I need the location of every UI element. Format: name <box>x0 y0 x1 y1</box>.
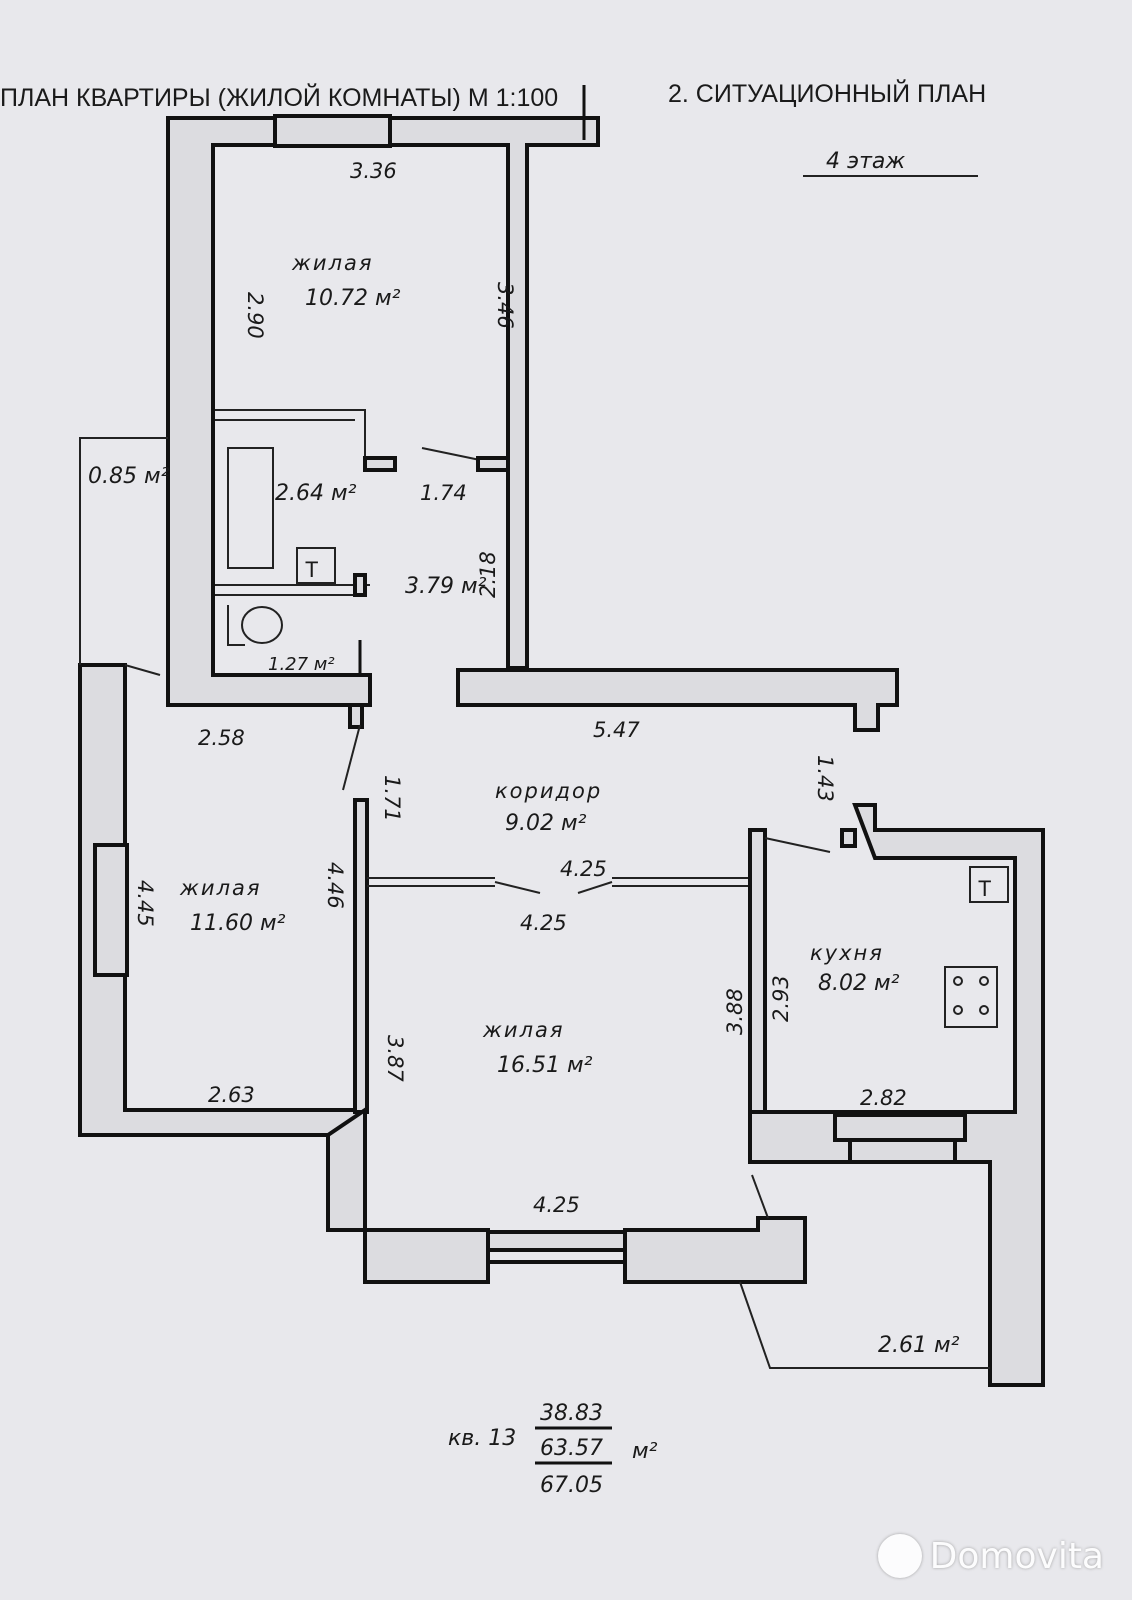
dim-corridor-top: 5.47 <box>593 718 640 742</box>
label-left-living: жилая <box>179 876 262 900</box>
dim-main-living-left: 3.87 <box>383 1035 407 1082</box>
dim-left-living-top: 2.58 <box>198 726 245 750</box>
stove-icon <box>944 966 998 1028</box>
floor-label: 4 этаж <box>826 149 905 174</box>
area-balcony-left: 0.85 м² <box>88 464 170 489</box>
area-kitchen: 8.02 м² <box>818 971 900 996</box>
water-heater-icon: T <box>978 876 991 901</box>
dim-top-living-right: 3.46 <box>493 282 517 329</box>
dim-corridor-right: 1.43 <box>813 755 837 802</box>
total-area: 63.57 <box>540 1436 603 1461</box>
plan-title: ПЛАН КВАРТИРЫ (ЖИЛОЙ КОМНАТЫ) М 1:100 <box>0 82 558 112</box>
label-main-living: жилая <box>482 1018 565 1042</box>
water-heater-icon: T <box>305 557 318 582</box>
dim-main-living-top: 4.25 <box>520 911 567 935</box>
area-top-living: 10.72 м² <box>305 286 401 311</box>
area-main-living: 16.51 м² <box>497 1053 593 1078</box>
dim-kitchen-bottom: 2.82 <box>860 1086 907 1110</box>
domovita-logo-icon <box>877 1534 922 1578</box>
full-area: 67.05 <box>540 1473 603 1498</box>
area-corridor: 9.02 м² <box>505 811 587 836</box>
dim-top-living-top: 3.36 <box>350 159 397 183</box>
dim-corridor-left: 1.71 <box>380 775 404 822</box>
apartment-number: кв. 13 <box>448 1426 516 1451</box>
area-toilet: 1.27 м² <box>268 654 335 675</box>
area-balcony-right: 2.61 м² <box>878 1333 960 1358</box>
area-bathroom: 2.64 м² <box>275 481 357 506</box>
dim-hall-width: 1.74 <box>420 481 467 505</box>
area-left-living: 11.60 м² <box>190 911 286 936</box>
situation-title: 2. СИТУАЦИОННЫЙ ПЛАН <box>668 78 986 108</box>
label-top-living: жилая <box>291 251 374 275</box>
label-corridor: коридор <box>495 779 602 803</box>
walls: T T <box>78 85 1045 1387</box>
dim-left-living-bottom: 2.63 <box>208 1083 255 1107</box>
dim-main-living-right: 3.88 <box>723 988 747 1035</box>
area-hall: 3.79 м² <box>405 574 487 599</box>
label-kitchen: кухня <box>810 941 884 965</box>
dim-left-living-right: 4.46 <box>323 862 347 909</box>
dim-corridor-bottom: 4.25 <box>560 857 607 881</box>
dim-main-living-bottom: 4.25 <box>533 1193 580 1217</box>
dim-left-living-left: 4.45 <box>133 880 157 927</box>
toilet-icon <box>241 606 283 644</box>
dim-kitchen-left: 2.93 <box>769 975 793 1022</box>
dim-top-living-left: 2.90 <box>243 292 267 339</box>
watermark: Domovita <box>877 1534 1104 1578</box>
watermark-text: Domovita <box>929 1535 1104 1577</box>
dim-hall-height: 2.18 <box>476 551 500 598</box>
area-unit: м² <box>632 1439 658 1464</box>
living-area: 38.83 <box>540 1401 603 1426</box>
